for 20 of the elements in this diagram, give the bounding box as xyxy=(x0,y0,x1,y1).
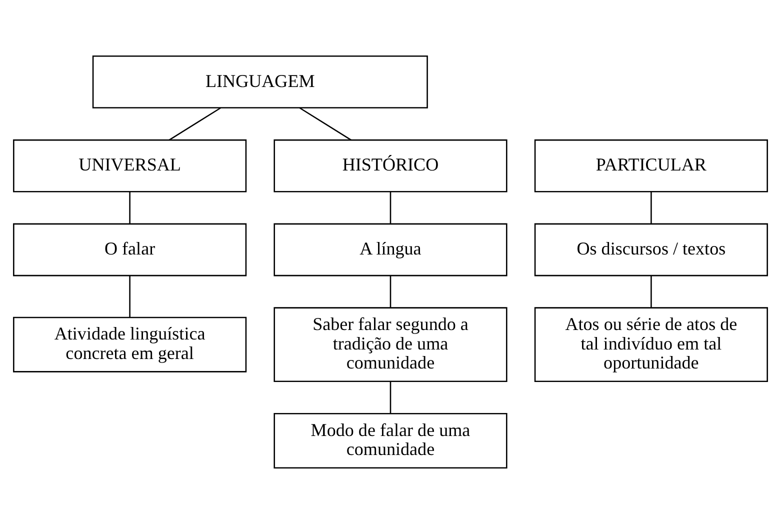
connector xyxy=(390,276,392,308)
connector xyxy=(390,382,392,414)
connector xyxy=(299,107,352,141)
node-box: Atos ou série de atos de tal indivíduo em tal oportunidade xyxy=(534,307,768,382)
node-box: Atividade linguística concreta em geral xyxy=(13,316,247,372)
node-box: LINGUAGEM xyxy=(92,56,428,108)
connector xyxy=(390,192,392,224)
node-box: O falar xyxy=(13,223,247,276)
node-box: HISTÓRICO xyxy=(274,139,508,192)
node-box: Modo de falar de uma comunidade xyxy=(274,413,508,468)
node-box: Saber falar segundo a tradição de uma comunidade xyxy=(274,307,508,382)
connector xyxy=(168,107,222,141)
node-box: A língua xyxy=(274,223,508,276)
node-box: PARTICULAR xyxy=(534,139,768,192)
node-box: UNIVERSAL xyxy=(13,139,247,192)
connector xyxy=(129,192,130,224)
connector xyxy=(129,276,130,318)
node-box: Os discursos / textos xyxy=(534,223,768,276)
connector xyxy=(650,276,652,308)
connector xyxy=(650,192,652,224)
